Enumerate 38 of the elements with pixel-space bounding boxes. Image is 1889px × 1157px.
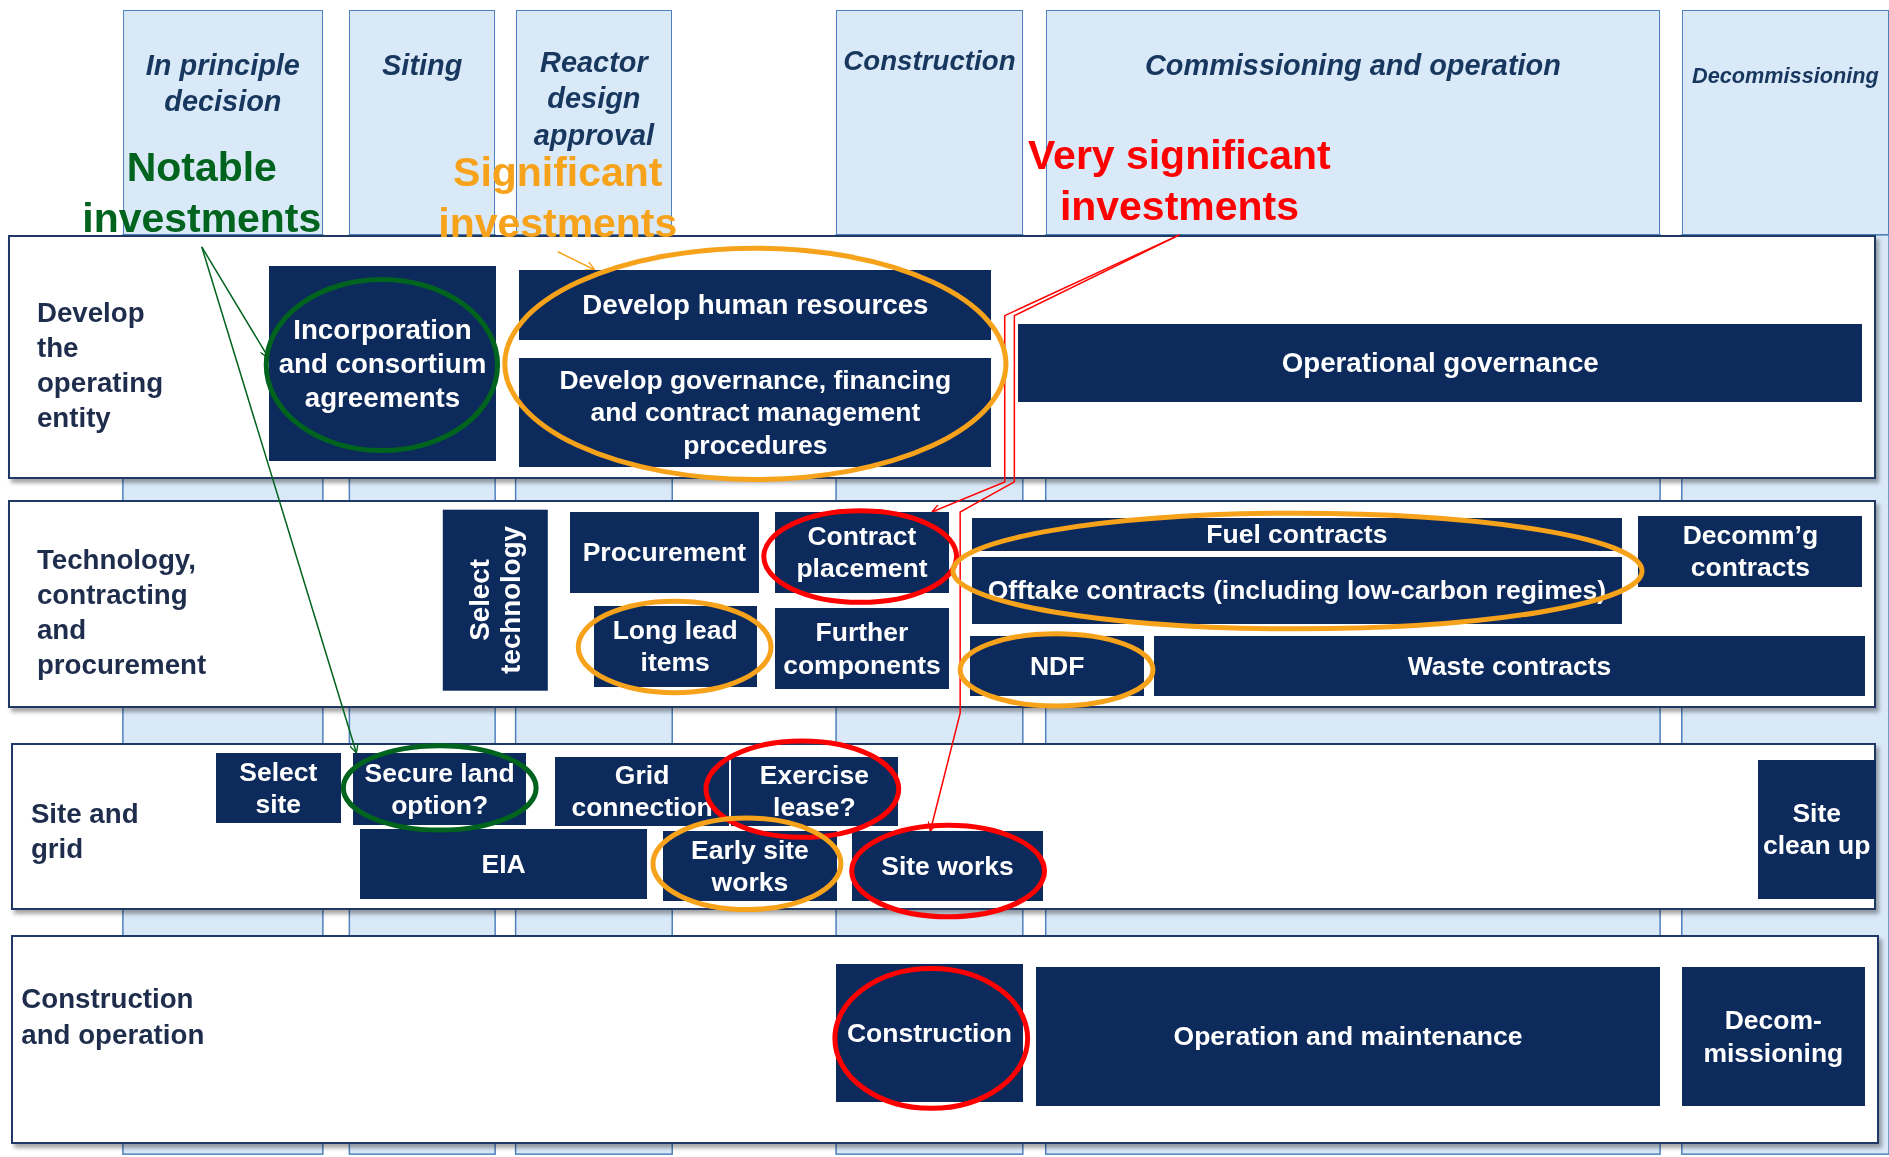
arrow: [557, 251, 596, 271]
task-box: Early site works: [662, 831, 838, 902]
task-box: Waste contracts: [1154, 636, 1865, 697]
task-box: Select technology: [443, 509, 549, 691]
task-box: Further components: [774, 608, 950, 690]
task-box: Procurement: [569, 512, 759, 593]
task-box: NDF: [969, 636, 1145, 697]
task-box: Offtake contracts (including low-carbon regimes): [972, 556, 1622, 624]
task-box: Construction: [836, 963, 1023, 1103]
task-box: Secure land option?: [352, 752, 527, 826]
task-box: Contract placement: [774, 512, 950, 593]
arrow: [927, 234, 1181, 832]
task-box: Operational governance: [1017, 324, 1863, 403]
task-box: Long lead items: [593, 605, 757, 687]
lane-label: Site and grid: [30, 796, 140, 867]
arrow: [931, 234, 1181, 514]
lane-label: Technology, contracting and procurement: [36, 542, 208, 683]
phase-header: Construction: [836, 9, 1023, 235]
task-box: Select site: [215, 752, 341, 823]
phase-header: Decommissioning: [1681, 9, 1889, 235]
lane-label: Construction and operation: [21, 982, 206, 1052]
task-box: Develop human resources: [519, 269, 992, 340]
task-box: Operation and maintenance: [1036, 967, 1661, 1106]
task-box: Develop governance, financing and contract management procedures: [519, 357, 992, 468]
task-box: Site clean up: [1757, 760, 1876, 899]
lane-label: Develop the operating entity: [36, 295, 165, 436]
task-box: EIA: [360, 828, 647, 899]
task-box: Exercise lease?: [731, 756, 898, 827]
task-box: Site works: [851, 831, 1044, 902]
task-box: Decomm’g contracts: [1638, 515, 1863, 587]
task-box: Incorporation and consortium agreements: [268, 266, 497, 462]
task-box: Grid connection: [555, 756, 729, 827]
task-box: Decom-missioning: [1681, 967, 1865, 1106]
arrow: [201, 246, 359, 754]
swimlane: [10, 934, 1880, 1145]
task-box: Fuel contracts: [972, 518, 1622, 551]
swimlane: [10, 743, 1876, 910]
swimlane: [8, 499, 1876, 709]
